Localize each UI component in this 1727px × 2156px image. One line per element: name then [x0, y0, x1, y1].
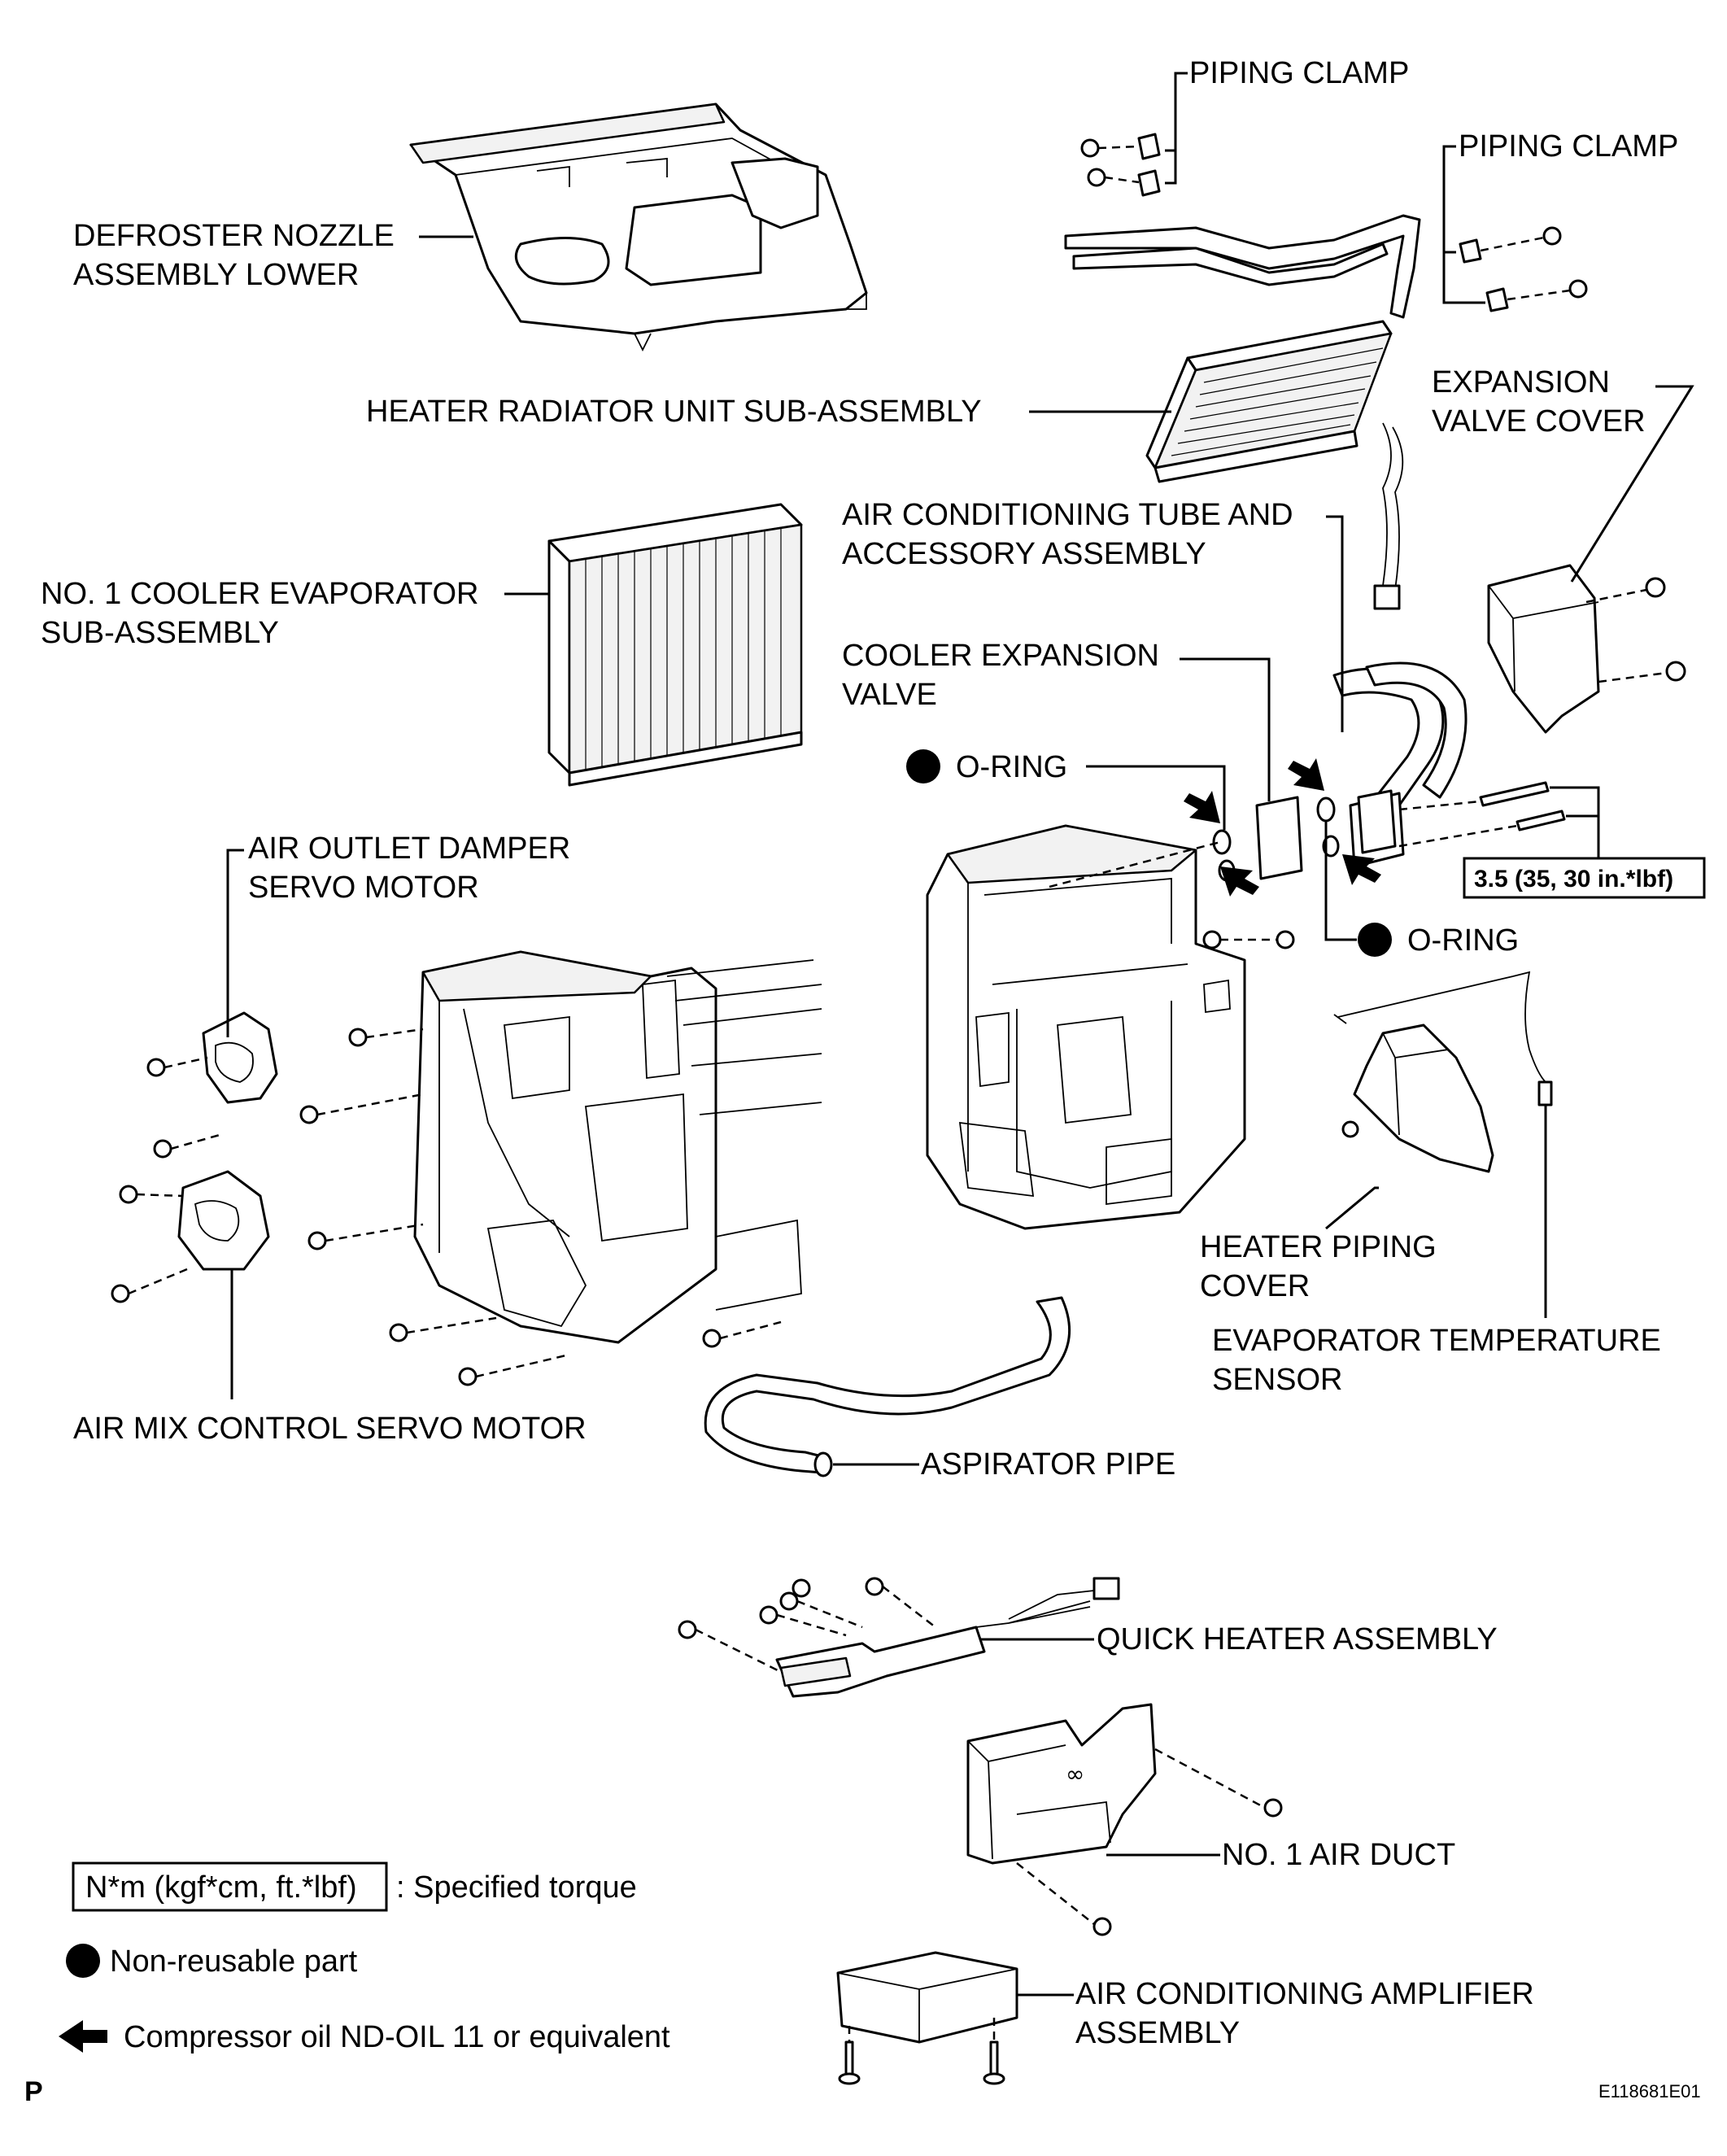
defroster-nozzle-part	[409, 103, 868, 352]
air-outlet-label-1: AIR OUTLET DAMPER	[248, 831, 570, 866]
amplifier-label-1: AIR CONDITIONING AMPLIFIER	[1075, 1977, 1534, 2011]
oring-1-label: O-RING	[956, 750, 1067, 784]
legend-torque-box-text: N*m (kgf*cm, ft.*lbf)	[85, 1870, 357, 1905]
piping-clamp-2-label: PIPING CLAMP	[1459, 129, 1678, 164]
evaporator-part	[547, 503, 803, 787]
ac-tube-part	[1332, 661, 1468, 868]
torque-box	[1463, 857, 1706, 899]
air-outlet-label-2: SERVO MOTOR	[248, 871, 479, 905]
exp-valve-label-1: COOLER EXPANSION	[842, 639, 1159, 673]
heater-piping-leader	[1325, 1186, 1379, 1230]
quick-heater-part	[678, 1577, 1120, 1698]
aspirator-label: ASPIRATOR PIPE	[921, 1447, 1175, 1482]
oring-2-nonreusable-mark	[1358, 923, 1392, 957]
piping-clamp-1-part	[1080, 133, 1161, 197]
heater-piping-cover-part	[1341, 1023, 1494, 1173]
torque-bolts	[1398, 781, 1566, 848]
ac-tube-leader	[1326, 515, 1344, 732]
legend-oil-arrow-icon	[59, 2020, 107, 2053]
air-outlet-leader	[226, 849, 244, 1037]
legend-nonreusable-text: Non-reusable part	[110, 1944, 358, 1979]
oring-1-leader	[1086, 765, 1226, 830]
quick-heater-label: QUICK HEATER ASSEMBLY	[1097, 1622, 1498, 1656]
heater-radiator-part	[1145, 320, 1404, 610]
expansion-cover-label-1: EXPANSION	[1432, 365, 1610, 399]
piping-clamp-2-part	[1459, 226, 1588, 312]
air-mix-servo-part	[111, 1170, 270, 1303]
air-mix-label: AIR MIX CONTROL SERVO MOTOR	[73, 1412, 587, 1446]
compressor-oil-arrows	[1184, 758, 1381, 897]
aspirator-pipe-part	[704, 1296, 1071, 1477]
expansion-cover-label-2: VALVE COVER	[1432, 404, 1646, 439]
exp-valve-leader	[1180, 657, 1271, 801]
legend: N*m (kgf*cm, ft.*lbf) : Specified torque…	[59, 1861, 670, 2054]
air-duct-marking: ∞	[1066, 1761, 1084, 1787]
heater-case-right-part	[926, 824, 1295, 1230]
air-outlet-servo-part	[146, 1011, 278, 1159]
heater-piping-label-1: HEATER PIPING	[1200, 1230, 1437, 1264]
oring-1-nonreusable-mark	[906, 749, 940, 783]
heater-pipe-part	[1064, 214, 1421, 319]
piping-clamp-2-leader-b	[1442, 252, 1485, 304]
expansion-cover-leader	[1570, 385, 1694, 583]
legend-torque-box	[72, 1861, 388, 1912]
torque-value-label: 3.5 (35, 30 in.*lbf)	[1474, 866, 1673, 893]
evap-sensor-part	[1333, 971, 1553, 1106]
air-duct-part: ∞	[966, 1703, 1283, 1936]
legend-nonreusable-icon	[66, 1944, 100, 1978]
expansion-valve-cover-part	[1487, 564, 1686, 734]
ac-tube-label-2: ACCESSORY ASSEMBLY	[842, 537, 1206, 571]
evaporator-label-1: NO. 1 COOLER EVAPORATOR	[41, 577, 478, 611]
corner-page-letter: P	[24, 2076, 43, 2107]
air-duct-label: NO. 1 AIR DUCT	[1222, 1838, 1455, 1872]
evaporator-label-2: SUB-ASSEMBLY	[41, 616, 279, 650]
ac-tube-label-1: AIR CONDITIONING TUBE AND	[842, 498, 1293, 532]
legend-torque-text: : Specified torque	[396, 1870, 637, 1905]
expansion-valve-part	[1255, 789, 1397, 880]
legend-oil-text: Compressor oil ND-OIL 11 or equivalent	[124, 2020, 670, 2054]
figure-code: E118681E01	[1598, 2081, 1701, 2101]
defroster-label-1: DEFROSTER NOZZLE	[73, 219, 395, 253]
piping-clamp-1-label: PIPING CLAMP	[1189, 56, 1409, 90]
exp-valve-label-2: VALVE	[842, 678, 937, 712]
piping-clamp-1-leader-b	[1165, 151, 1177, 185]
heater-case-left-part	[299, 950, 822, 1386]
oring-2-leader	[1324, 822, 1357, 941]
evap-sensor-label-2: SENSOR	[1212, 1363, 1342, 1397]
oring-2-label: O-RING	[1407, 923, 1519, 958]
evap-sensor-label-1: EVAPORATOR TEMPERATURE	[1212, 1324, 1661, 1358]
defroster-label-2: ASSEMBLY LOWER	[73, 258, 359, 292]
amplifier-label-2: ASSEMBLY	[1075, 2016, 1240, 2050]
piping-clamp-2-leader	[1442, 145, 1456, 254]
heater-radiator-label: HEATER RADIATOR UNIT SUB-ASSEMBLY	[366, 395, 982, 429]
torque-leader	[1550, 786, 1600, 858]
piping-clamp-1-leader	[1165, 72, 1188, 152]
heater-piping-label-2: COVER	[1200, 1269, 1310, 1303]
amplifier-part	[836, 1951, 1018, 2085]
